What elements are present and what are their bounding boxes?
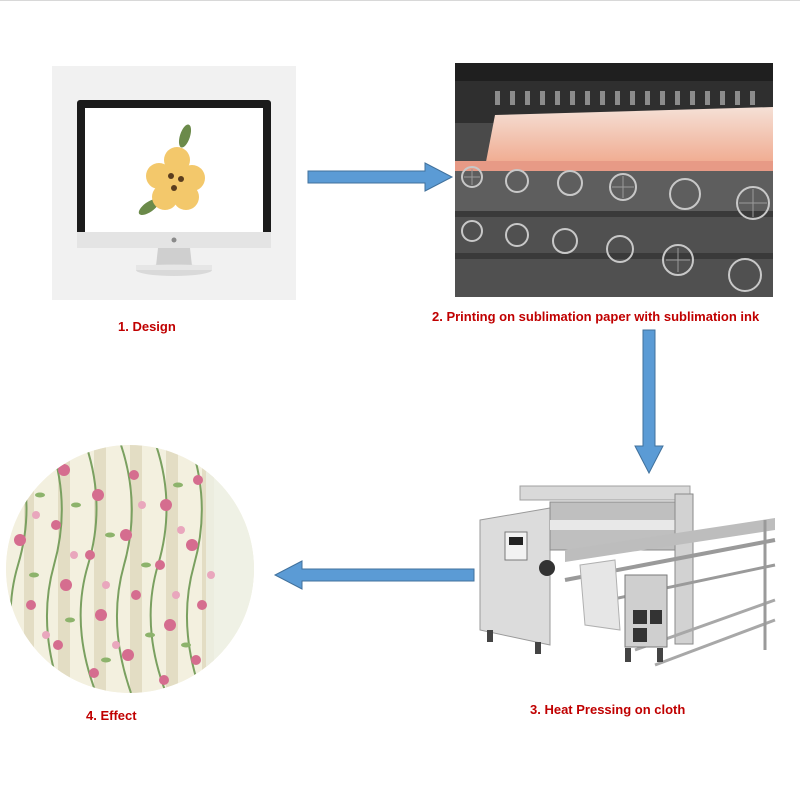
design-monitor-image	[52, 66, 296, 300]
curtain-effect-image	[6, 445, 254, 693]
arrow-left-icon	[272, 558, 477, 592]
sublimation-printer-image	[455, 63, 773, 297]
step-3-label: 3. Heat Pressing on cloth	[530, 702, 686, 717]
arrow-down-icon	[632, 328, 666, 476]
step-2-label: 2. Printing on sublimation paper with su…	[432, 309, 760, 324]
arrow-right-icon	[305, 160, 455, 194]
flower-icon	[146, 147, 205, 210]
step-1-label: 1. Design	[118, 319, 176, 334]
top-divider	[0, 0, 800, 1]
heat-press-machine-image	[475, 480, 780, 680]
step-4-label: 4. Effect	[86, 708, 137, 723]
